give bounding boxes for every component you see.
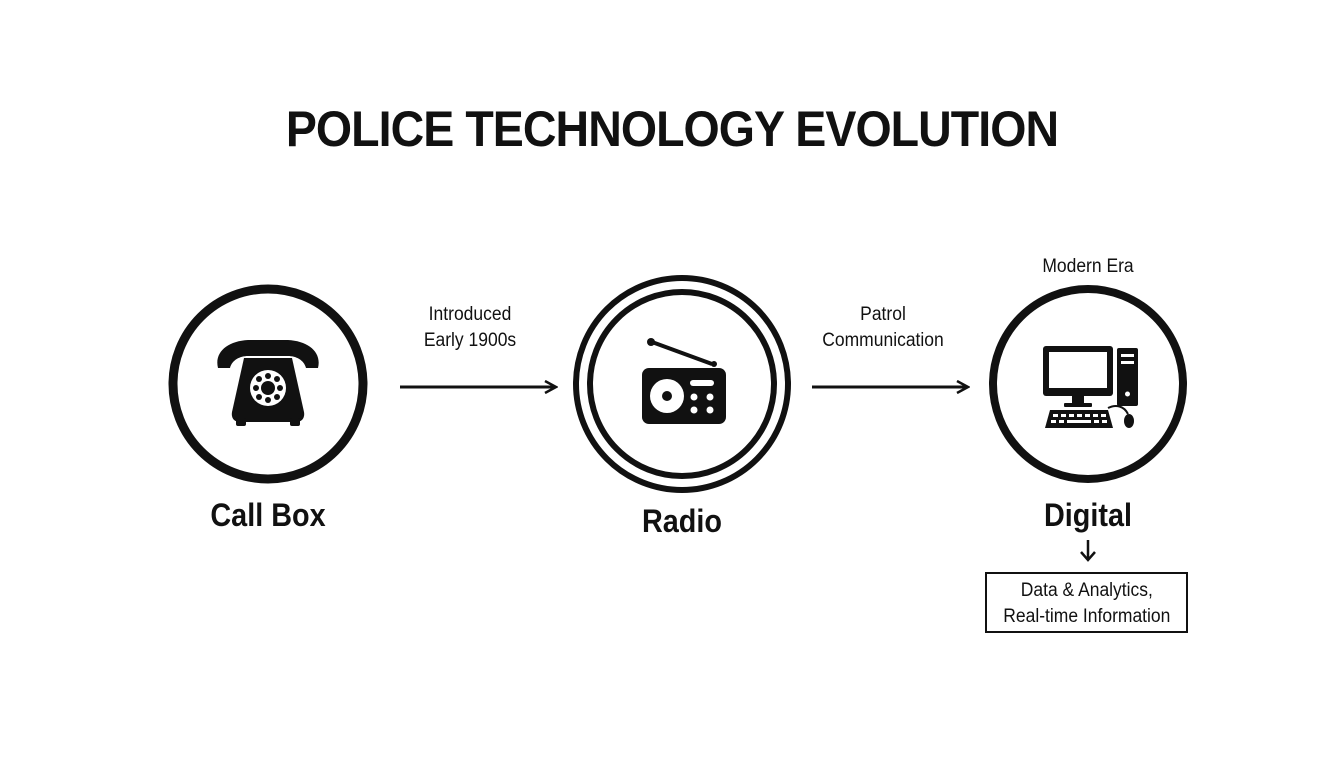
detail-box-line-2: Real-time Information xyxy=(1002,606,1171,627)
desktop-computer-icon xyxy=(1043,346,1138,428)
digital-detail-box: Data & Analytics, Real-time Information xyxy=(985,572,1188,633)
detail-box-line-1: Data & Analytics, xyxy=(1020,580,1153,601)
modern-era-note: Modern Era xyxy=(1042,256,1134,277)
transition-note-1: Introduced Early 1900s xyxy=(385,302,554,354)
callbox-label: Call Box xyxy=(210,497,326,533)
transition-note-1-line-1: Introduced xyxy=(428,304,512,325)
radio-inner-circle xyxy=(587,289,777,479)
radio-label: Radio xyxy=(641,503,722,539)
transition-note-2-line-1: Patrol xyxy=(860,304,906,325)
diagram-title: POLICE TECHNOLOGY EVOLUTION xyxy=(285,101,1059,157)
digital-label: Digital xyxy=(1043,497,1133,533)
callbox-node xyxy=(168,284,368,484)
digital-node xyxy=(989,285,1187,483)
radio-node xyxy=(573,275,791,493)
transition-note-1-line-2: Early 1900s xyxy=(423,330,517,351)
detail-down-arrowhead xyxy=(1080,551,1096,562)
radio-icon xyxy=(642,338,726,424)
transition-note-2: Patrol Communication xyxy=(797,302,968,354)
transition-note-2-line-2: Communication xyxy=(822,330,944,351)
rotary-telephone-icon xyxy=(217,340,319,426)
